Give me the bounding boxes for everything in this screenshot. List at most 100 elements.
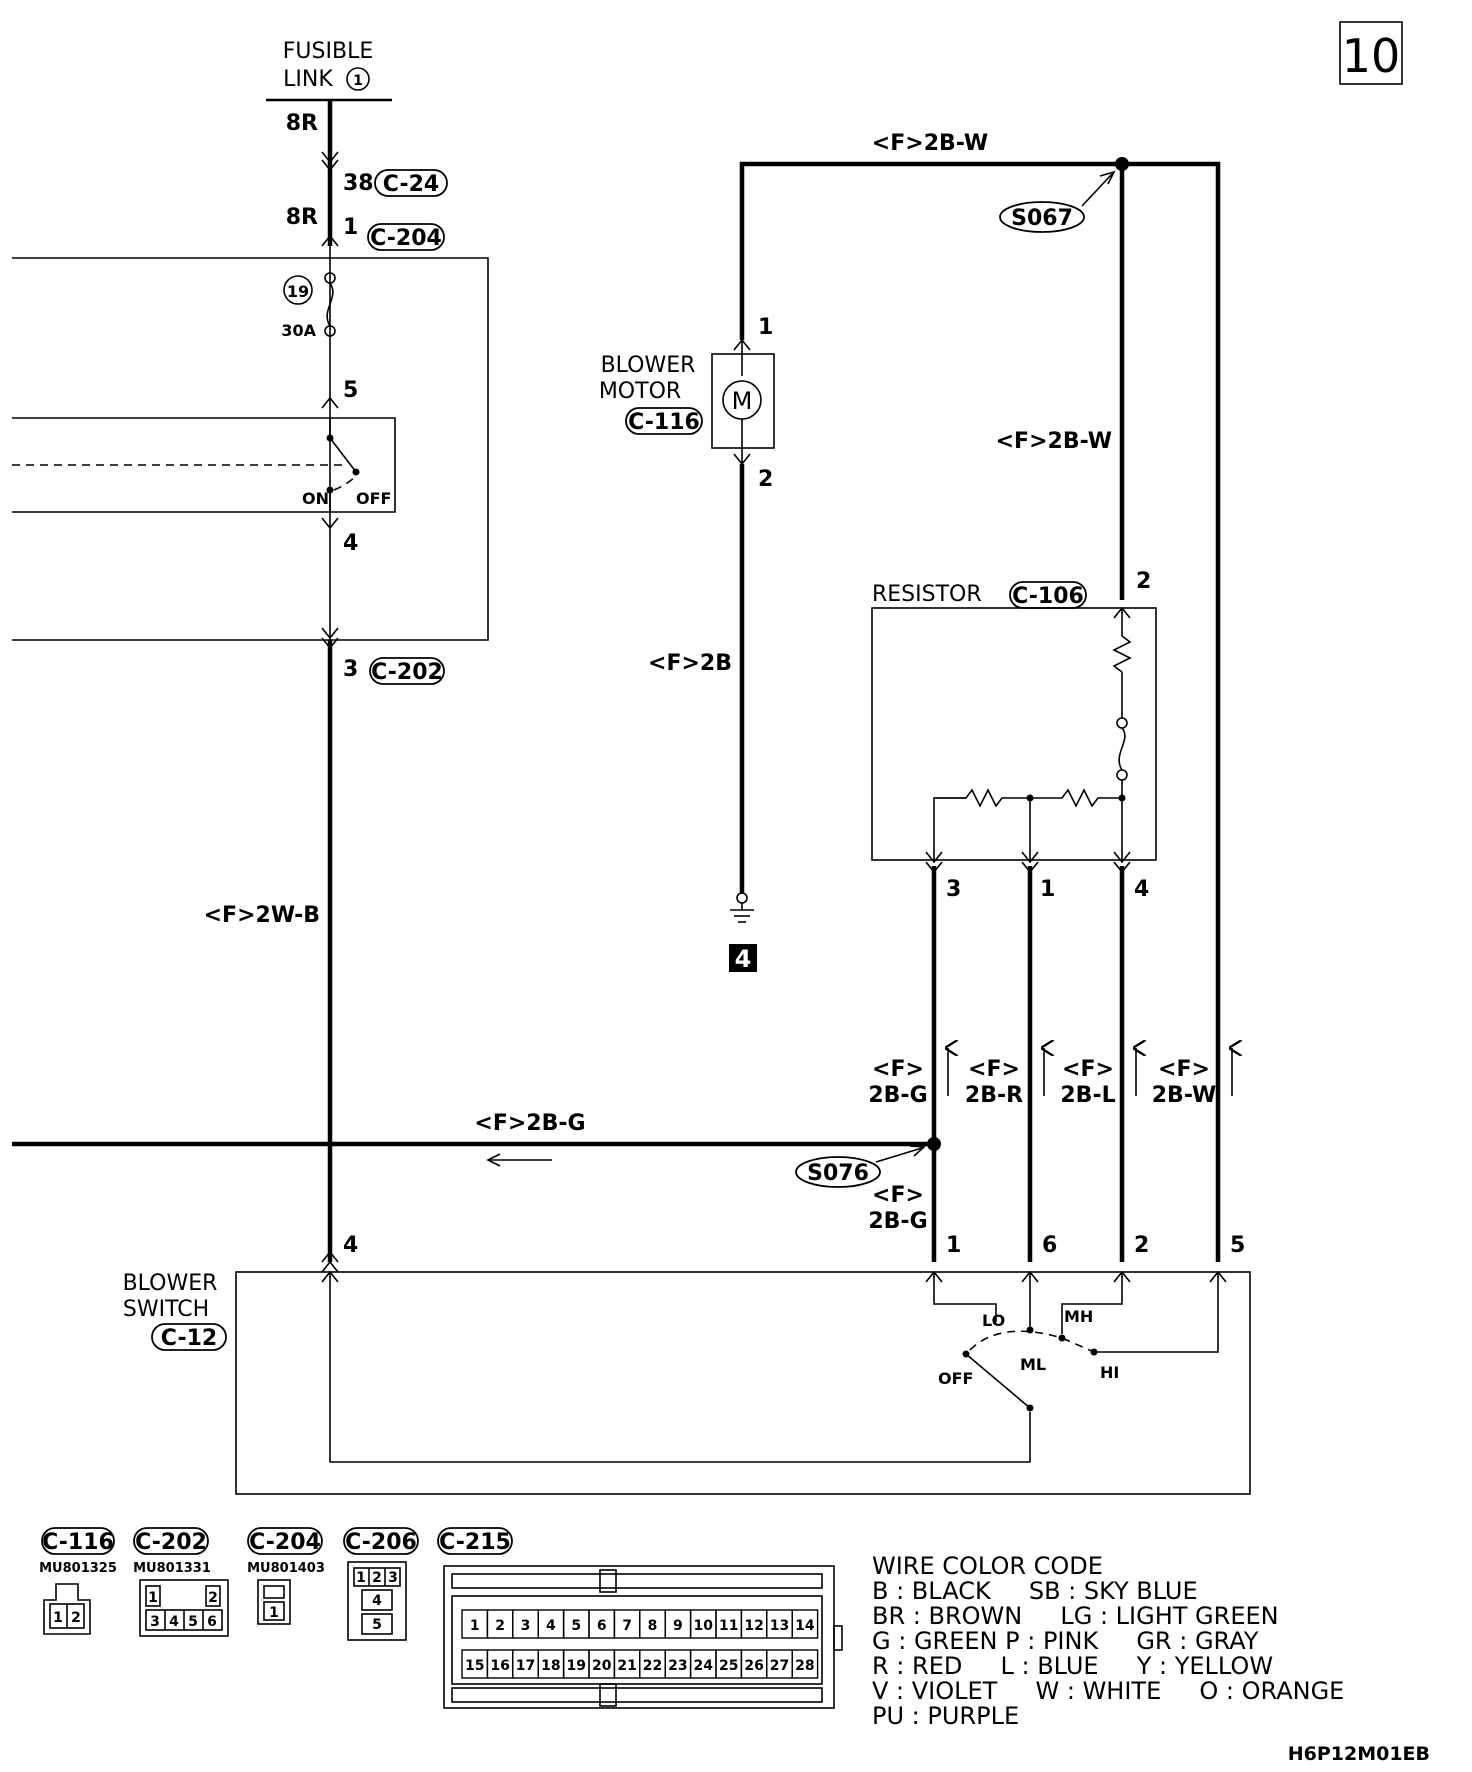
wire-left-vertical-label: <F>2W-B — [204, 903, 320, 928]
conn-c215-pin: 16 — [490, 1658, 509, 1674]
wire-motor-ground-label: <F>2B — [648, 651, 732, 676]
page-number: 10 — [1342, 29, 1401, 83]
blower-motor-pin-bottom: 2 — [758, 467, 773, 492]
switch-pin-2: 2 — [1134, 1233, 1149, 1258]
switch-pos-lo: LO — [982, 1311, 1005, 1330]
wire-horizontal-label: <F>2B-G — [474, 1111, 585, 1136]
conn-c116-badge — [41, 1527, 115, 1555]
blower-switch-label-line1: BLOWER — [123, 1271, 218, 1296]
conn-c215-pin: 25 — [719, 1658, 738, 1674]
conn-c215-pin: 18 — [541, 1658, 560, 1674]
switch-pos-mh: MH — [1064, 1307, 1093, 1326]
blower-switch-label-line2: SWITCH — [123, 1297, 209, 1322]
junction-box: 19 30A 5 ON OFF 4 — [12, 257, 489, 641]
conn-c202-pin2: 2 — [208, 1590, 218, 1606]
conn-c215-pin: 28 — [795, 1658, 814, 1674]
drawing-code: H6P12M01EB — [1288, 1743, 1430, 1765]
conn-c215-pin: 13 — [770, 1618, 789, 1634]
conn-c215-pin-cell — [791, 1609, 819, 1639]
conn-c116-pin1: 1 — [53, 1610, 63, 1626]
blower-switch: BLOWER SWITCH C-12 4 1 6 2 5 LO MH ML OF… — [123, 1233, 1251, 1495]
wire-upper-label-4-line1: <F> — [1158, 1057, 1210, 1082]
legend-row-5: V : VIOLET W : WHITE O : ORANGE — [872, 1677, 1344, 1705]
c202-name: C-202 — [371, 660, 443, 685]
conn-c215-pin: 9 — [673, 1618, 683, 1634]
conn-c215-pin: 2 — [495, 1618, 505, 1634]
ign-pin-bottom: 4 — [343, 531, 358, 556]
ign-pin-top: 5 — [343, 378, 358, 403]
wire-lower-label-line2: 2B-G — [868, 1209, 927, 1234]
top-wire: <F>2B-W S067 <F>2B-W — [739, 131, 1221, 1262]
conn-c215-pin: 1 — [470, 1618, 480, 1634]
ign-on-label: ON — [302, 489, 329, 508]
wire-color-legend: WIRE COLOR CODE B : BLACK SB : SKY BLUE … — [872, 1552, 1344, 1730]
conn-c215-pin: 15 — [465, 1658, 484, 1674]
switch-pos-off: OFF — [938, 1369, 973, 1388]
wire-upper-label-3-line1: <F> — [1062, 1057, 1114, 1082]
conn-c215-pin: 20 — [592, 1658, 612, 1674]
ground-badge — [729, 944, 757, 972]
resistor-pin-3: 3 — [946, 877, 961, 902]
page-number-box: 10 — [1339, 21, 1403, 85]
wire-upper-label-4-line2: 2B-W — [1152, 1083, 1217, 1108]
conn-c202-pin6: 6 — [207, 1614, 217, 1630]
legend-title: WIRE COLOR CODE — [872, 1552, 1103, 1580]
blower-motor-label-line1: BLOWER — [601, 353, 696, 378]
resistor-pin-4: 4 — [1134, 877, 1149, 902]
conn-c215-pin: 11 — [719, 1618, 738, 1634]
conn-c215-pin: 10 — [694, 1618, 714, 1634]
c204-badge — [367, 223, 445, 251]
conn-c215-pin: 5 — [571, 1618, 581, 1634]
c24-badge — [374, 169, 448, 197]
s067-label: S067 — [1011, 206, 1073, 231]
conn-c215-pin: 19 — [567, 1658, 586, 1674]
legend-row-3: G : GREEN P : PINK GR : GRAY — [872, 1627, 1259, 1655]
fuse-rating: 30A — [281, 321, 316, 340]
conn-c215-pin-cell — [791, 1649, 819, 1679]
c24-pin: 38 — [343, 171, 374, 196]
conn-c202-pin4: 4 — [169, 1614, 179, 1630]
conn-c206-name: C-206 — [345, 1530, 417, 1555]
ign-off-label: OFF — [356, 489, 391, 508]
legend-row-4: R : RED L : BLUE Y : YELLOW — [872, 1652, 1273, 1680]
ground-number: 4 — [735, 945, 752, 973]
fusible-link: FUSIBLE LINK 1 — [266, 39, 392, 102]
switch-pin-1: 1 — [946, 1233, 961, 1258]
conn-c215-pin: 4 — [546, 1618, 556, 1634]
blower-motor-pin-top: 1 — [758, 315, 773, 340]
c202-badge — [369, 657, 445, 685]
conn-c202-pin5: 5 — [188, 1614, 198, 1630]
conn-c206-pin1: 1 — [356, 1570, 366, 1586]
conn-c206-pin4: 4 — [372, 1593, 382, 1609]
wire-8r-mid: 8R — [286, 205, 318, 230]
legend-row-2: BR : BROWN LG : LIGHT GREEN — [872, 1602, 1279, 1630]
c204-name: C-204 — [370, 226, 442, 251]
conn-c206-badge — [343, 1527, 419, 1555]
conn-c215-pin: 8 — [648, 1618, 658, 1634]
conn-c215-pin: 22 — [643, 1658, 662, 1674]
conn-c215-pin: 23 — [668, 1658, 687, 1674]
conn-c202-pin3: 3 — [150, 1614, 160, 1630]
conn-c215-pin: 24 — [694, 1658, 714, 1674]
wire-8r-top: 8R — [286, 111, 318, 136]
conn-c204-badge — [247, 1527, 323, 1555]
blower-motor: BLOWER MOTOR C-116 M 1 2 <F>2B 4 — [599, 315, 775, 973]
c12-badge — [151, 1323, 227, 1351]
wire-upper-label-1-line2: 2B-G — [868, 1083, 927, 1108]
switch-pos-hi: HI — [1100, 1363, 1119, 1382]
switch-pin-6: 6 — [1042, 1233, 1057, 1258]
s076-label: S076 — [807, 1161, 869, 1186]
conn-c215-pin: 12 — [744, 1618, 763, 1634]
conn-c202-part: MU801331 — [133, 1561, 211, 1576]
c116-badge — [625, 407, 703, 435]
switch-pos-ml: ML — [1020, 1355, 1046, 1374]
resistor-pin-1: 1 — [1040, 877, 1055, 902]
c24-name: C-24 — [383, 172, 439, 197]
wire-upper-label-3-line2: 2B-L — [1060, 1083, 1115, 1108]
conn-c215-pin: 26 — [744, 1658, 763, 1674]
horizontal-branch: <F>2B-G S076 <F> 2B-G — [12, 1111, 941, 1234]
switch-pin-4: 4 — [343, 1233, 358, 1258]
legend-row-6: PU : PURPLE — [872, 1702, 1019, 1730]
